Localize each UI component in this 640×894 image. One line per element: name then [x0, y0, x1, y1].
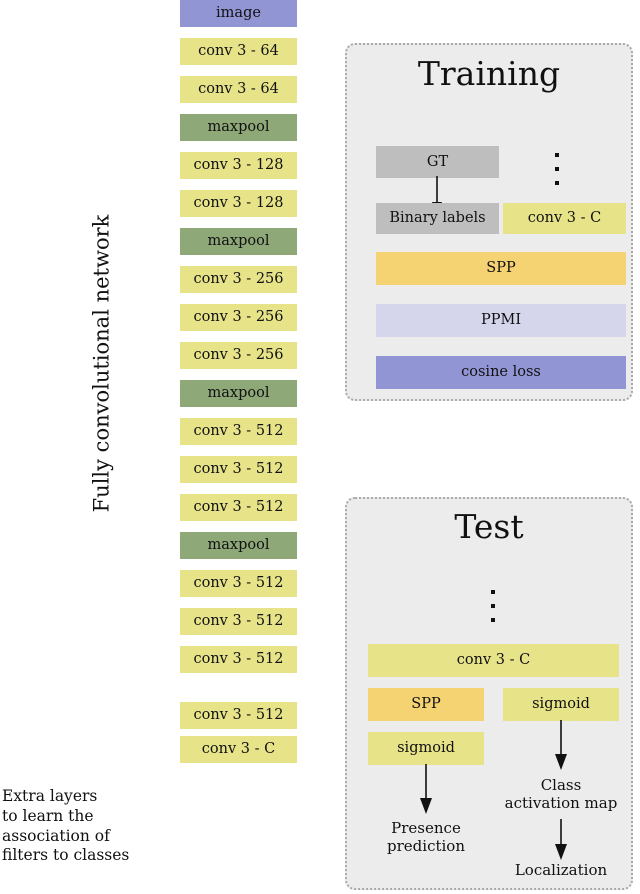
layer-box-conv-5: conv 3 - 128 [180, 190, 297, 217]
training-cosine-loss-box: cosine loss [376, 356, 626, 389]
layer-box-conv-7: conv 3 - 256 [180, 266, 297, 293]
layer-box-conv-9: conv 3 - 256 [180, 342, 297, 369]
training-panel-title: Training [417, 54, 561, 93]
training-spp-box: SPP [376, 252, 626, 285]
backbone-layer-stack: image conv 3 - 64 conv 3 - 64 maxpool conv 3… [180, 0, 297, 774]
layer-box-conv-8: conv 3 - 256 [180, 304, 297, 331]
test-panel-title: Test [454, 507, 524, 546]
training-conv3c-box: conv 3 - C [503, 203, 626, 234]
layer-box-conv-16: conv 3 - 512 [180, 608, 297, 635]
test-sigmoid-left-box: sigmoid [368, 732, 484, 765]
layer-box-conv-13: conv 3 - 512 [180, 494, 297, 521]
layer-box-conv-2: conv 3 - 64 [180, 76, 297, 103]
layer-box-pool-3: maxpool [180, 114, 297, 141]
layer-box-conv-11: conv 3 - 512 [180, 418, 297, 445]
sigmoid-to-presence-prediction-arrow [420, 764, 432, 814]
layer-box-pool-10: maxpool [180, 380, 297, 407]
gt-box: GT [376, 146, 499, 178]
sigmoid-to-cam-arrow [555, 720, 567, 770]
fully-convolutional-network-caption: Fully convolutional network [89, 214, 114, 513]
test-vertical-ellipsis-icon [490, 590, 496, 622]
training-vertical-ellipsis-icon [554, 153, 560, 185]
layer-box-conv-1: conv 3 - 64 [180, 38, 297, 65]
layer-box-image-0: image [180, 0, 297, 27]
test-panel: Test conv 3 - C SPP sigmoid sigmoid Pres… [345, 497, 633, 890]
test-conv3c-box: conv 3 - C [368, 644, 619, 677]
layer-box-conv-4: conv 3 - 128 [180, 152, 297, 179]
binary-labels-box: Binary labels [376, 203, 499, 234]
layer-box-conv-18: conv 3 - 512 [180, 702, 297, 729]
training-ppmi-box: PPMI [376, 304, 626, 337]
test-spp-box: SPP [368, 688, 484, 721]
localization-label: Localization [514, 861, 608, 879]
cam-to-localization-arrow [555, 819, 567, 860]
test-sigmoid-right-box: sigmoid [503, 688, 619, 721]
layer-box-pool-6: maxpool [180, 228, 297, 255]
layer-box-conv-12: conv 3 - 512 [180, 456, 297, 483]
layer-box-conv-17: conv 3 - 512 [180, 646, 297, 673]
layer-box-pool-14: maxpool [180, 532, 297, 559]
layer-box-conv-15: conv 3 - 512 [180, 570, 297, 597]
layer-box-conv-19: conv 3 - C [180, 736, 297, 763]
training-panel: Training GT Binary labels conv 3 - C SPP… [345, 43, 633, 401]
